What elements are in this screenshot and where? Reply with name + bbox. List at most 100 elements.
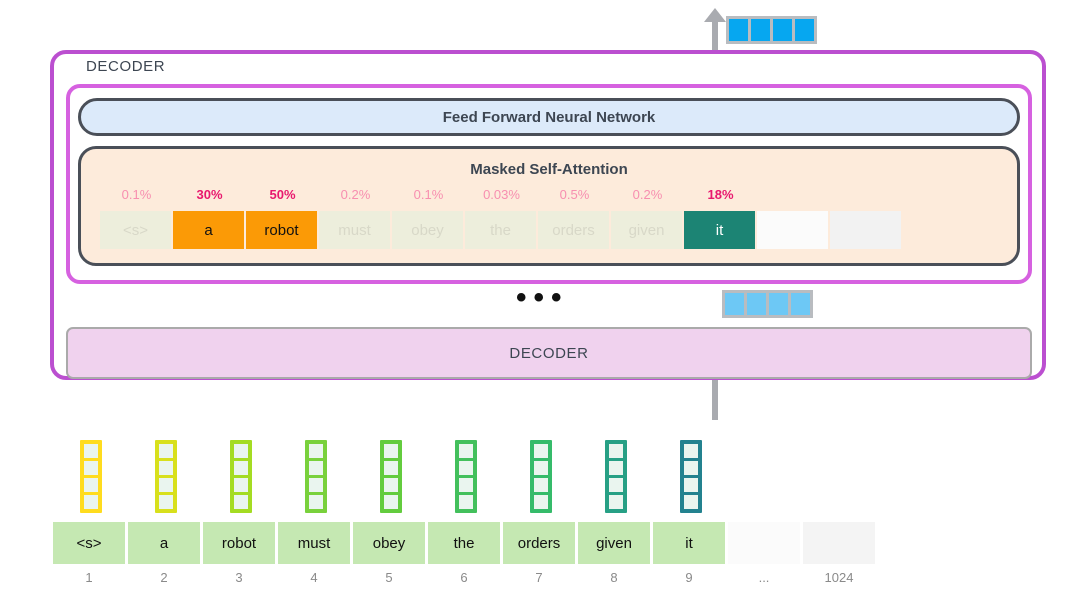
input-token-cell[interactable]: <s> <box>53 522 125 564</box>
embedding-segment <box>533 444 548 458</box>
embedding-bar-slot <box>728 440 803 513</box>
embedding-segment <box>383 495 398 509</box>
embedding-segment <box>308 478 323 492</box>
embedding-bar-slot <box>278 440 353 513</box>
embedding-bar-slot <box>128 440 203 513</box>
embedding-segment <box>383 478 398 492</box>
input-token-cell[interactable]: a <box>128 522 200 564</box>
input-token-cell[interactable]: robot <box>203 522 275 564</box>
embedding-bar <box>304 440 327 513</box>
decoder-outer-label: DECODER <box>86 58 166 75</box>
input-token-cell[interactable]: obey <box>353 522 425 564</box>
embedding-bar-slot <box>353 440 428 513</box>
embedding-segment <box>383 461 398 475</box>
attention-token-cell[interactable]: robot <box>246 211 317 249</box>
attention-token-cell[interactable]: <s> <box>100 211 171 249</box>
embedding-segment <box>533 478 548 492</box>
attention-score: 0.2% <box>632 187 663 202</box>
feed-forward-label: Feed Forward Neural Network <box>442 108 656 126</box>
vector-cell <box>747 293 766 315</box>
attention-score: 50% <box>269 187 296 202</box>
embedding-segment <box>458 461 473 475</box>
position-index: 6 <box>460 570 468 585</box>
embedding-bar-slot <box>803 440 878 513</box>
position-index: 8 <box>610 570 618 585</box>
embedding-bar <box>529 440 552 513</box>
embedding-segment <box>158 444 173 458</box>
embedding-segment <box>233 478 248 492</box>
embedding-segment <box>533 495 548 509</box>
embedding-segment <box>683 444 698 458</box>
attention-token-cell[interactable] <box>757 211 828 249</box>
embedding-segment <box>158 461 173 475</box>
embedding-segment <box>383 444 398 458</box>
attention-score: 0.1% <box>413 187 444 202</box>
vector-cell <box>795 19 814 41</box>
input-token-cell[interactable]: given <box>578 522 650 564</box>
attention-token-cell[interactable]: given <box>611 211 682 249</box>
embedding-segment <box>308 495 323 509</box>
position-index: 3 <box>235 570 243 585</box>
decoder-lower-block[interactable]: DECODER <box>66 327 1032 379</box>
input-token-cell[interactable]: orders <box>503 522 575 564</box>
embedding-segment <box>233 495 248 509</box>
vector-cell <box>725 293 744 315</box>
embedding-segment <box>233 461 248 475</box>
masked-self-attention-label: Masked Self-Attention <box>470 161 628 178</box>
embedding-segment <box>608 478 623 492</box>
embedding-segment <box>683 461 698 475</box>
input-token-cell[interactable]: the <box>428 522 500 564</box>
input-token-cell[interactable] <box>728 522 800 564</box>
attention-score: 18% <box>707 187 734 202</box>
attention-score: 0.5% <box>559 187 590 202</box>
embedding-bar-slot <box>503 440 578 513</box>
attention-token-cell[interactable]: orders <box>538 211 609 249</box>
embedding-segment <box>458 444 473 458</box>
attention-score <box>757 187 830 202</box>
attention-score: 30% <box>196 187 223 202</box>
embedding-segment <box>233 444 248 458</box>
embedding-bar <box>679 440 702 513</box>
attention-token-cell[interactable]: a <box>173 211 244 249</box>
vector-cell <box>751 19 770 41</box>
intermediate-vector <box>722 290 813 318</box>
attention-token-cell[interactable] <box>830 211 901 249</box>
embedding-bar <box>79 440 102 513</box>
masked-self-attention-block[interactable]: Masked Self-Attention 0.1%30%50%0.2%0.1%… <box>78 146 1020 266</box>
position-index: ... <box>758 570 770 585</box>
attention-token-cell[interactable]: obey <box>392 211 463 249</box>
position-index: 4 <box>310 570 318 585</box>
input-token-cell[interactable] <box>803 522 875 564</box>
embedding-segment <box>608 444 623 458</box>
attention-token-cell[interactable]: it <box>684 211 755 249</box>
position-index: 2 <box>160 570 168 585</box>
input-token-cell[interactable]: must <box>278 522 350 564</box>
embedding-bar-slot <box>203 440 278 513</box>
embedding-segment <box>683 495 698 509</box>
embedding-segment <box>83 495 98 509</box>
attention-score: 0.2% <box>340 187 371 202</box>
position-index: 1024 <box>824 570 854 585</box>
attention-score: 0.1% <box>121 187 152 202</box>
embedding-bars-row <box>53 440 878 513</box>
embedding-segment <box>458 478 473 492</box>
input-token-cell[interactable]: it <box>653 522 725 564</box>
position-index: 1 <box>85 570 93 585</box>
feed-forward-block[interactable]: Feed Forward Neural Network <box>78 98 1020 136</box>
embedding-segment <box>608 461 623 475</box>
attention-token-cell[interactable]: must <box>319 211 390 249</box>
embedding-segment <box>533 461 548 475</box>
embedding-segment <box>608 495 623 509</box>
attention-token-cell[interactable]: the <box>465 211 536 249</box>
vector-cell <box>773 19 792 41</box>
embedding-bar <box>229 440 252 513</box>
attention-score-row: 0.1% 30% 50% 0.2% 0.1% 0.03% 0.5% 0.2% 18% <box>100 187 903 202</box>
embedding-segment <box>158 478 173 492</box>
attention-score: 0.03% <box>483 187 520 202</box>
embedding-segment <box>458 495 473 509</box>
embedding-segment <box>308 444 323 458</box>
embedding-segment <box>83 461 98 475</box>
